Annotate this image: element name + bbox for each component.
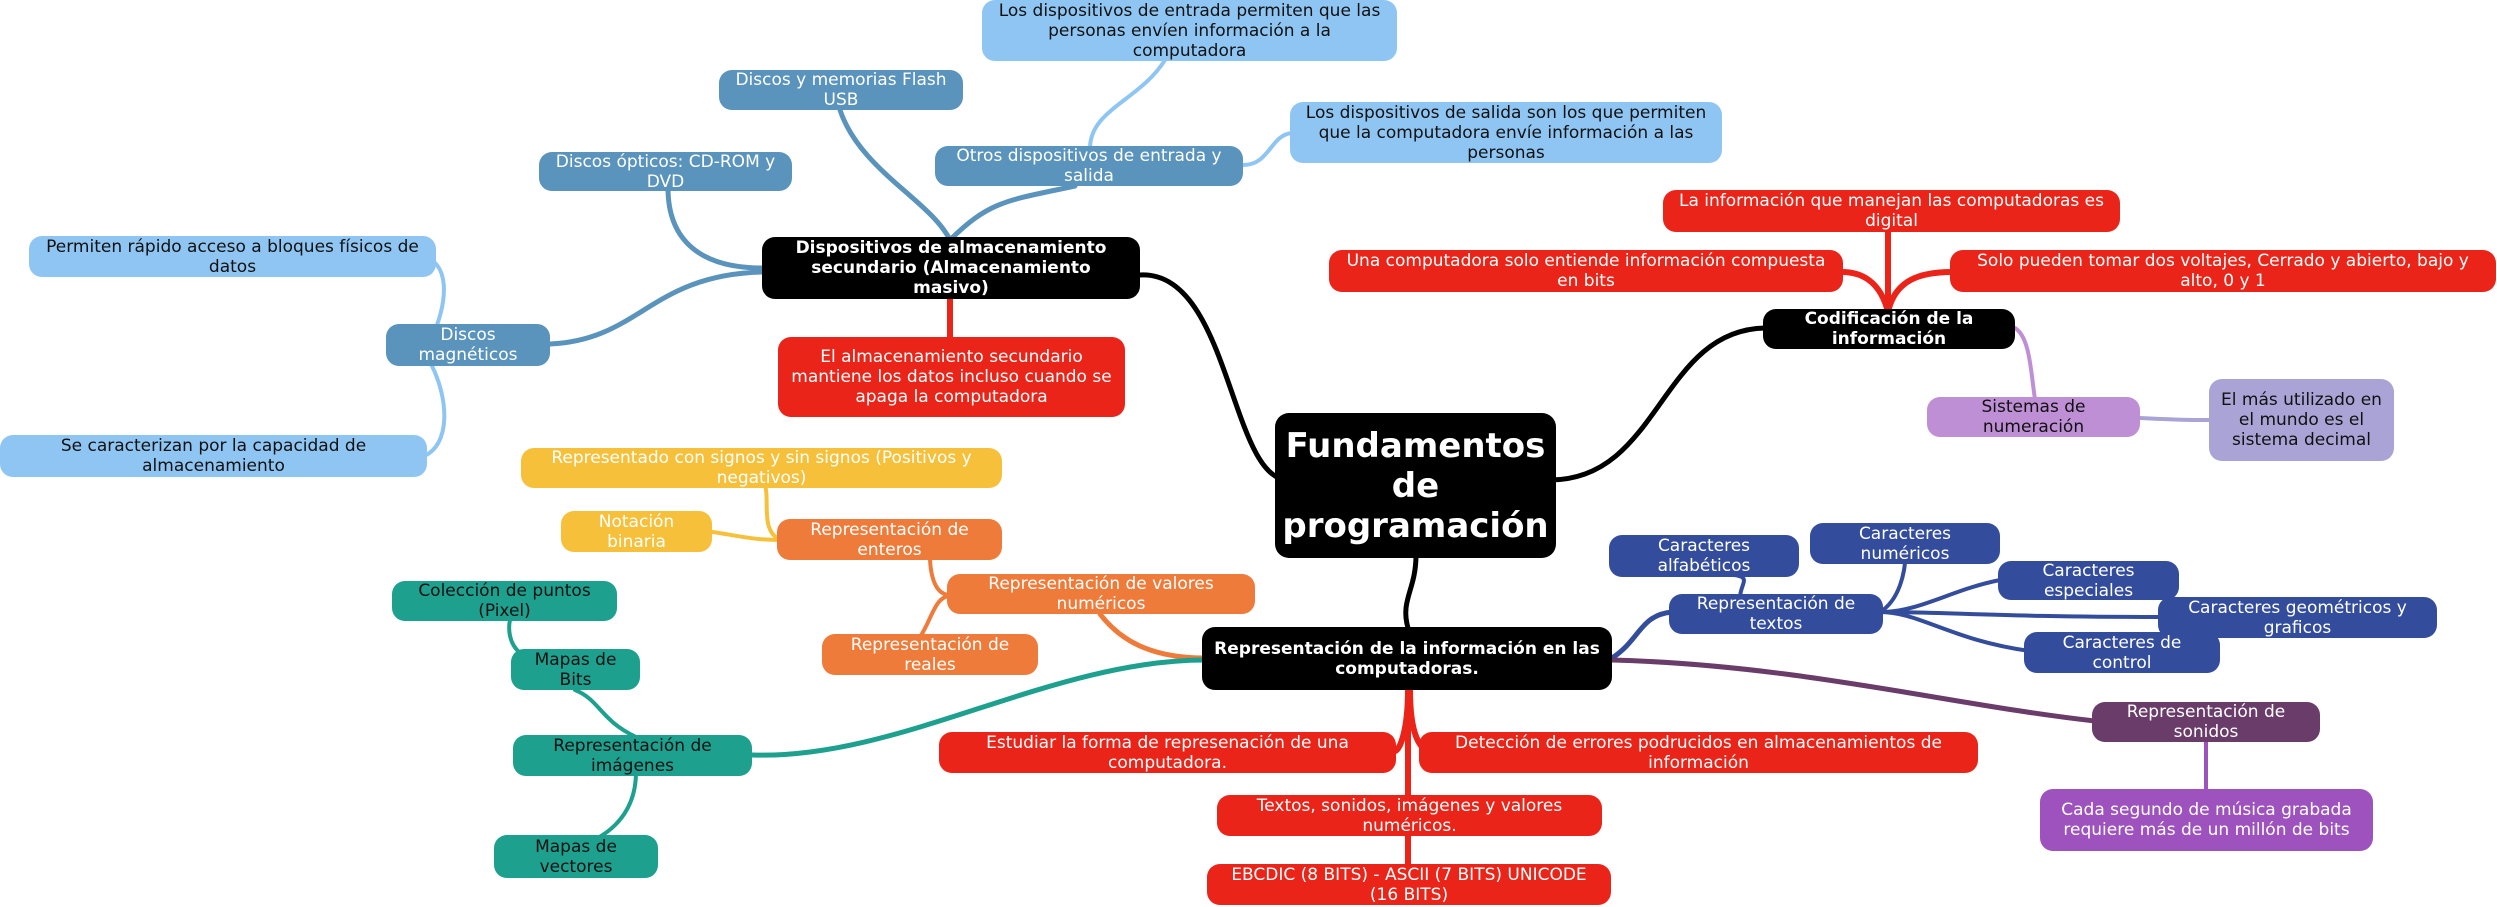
- control-node[interactable]: Caracteres de control: [2024, 632, 2220, 673]
- io-input-node[interactable]: Los dispositivos de entrada permiten que…: [982, 0, 1397, 61]
- rep-errors[interactable]: Detección de errores podrucidos en almac…: [1419, 732, 1978, 773]
- link-bitmaps-pixels: [507, 618, 522, 655]
- bitmaps-node[interactable]: Mapas de Bits: [511, 649, 640, 690]
- optical-node[interactable]: Discos ópticos: CD-ROM y DVD: [539, 152, 792, 192]
- rep-study[interactable]: Estudiar la forma de represenación de un…: [939, 732, 1396, 773]
- coding-voltages[interactable]: Solo pueden tomar dos voltajes, Cerrado …: [1950, 250, 2496, 292]
- reals-node[interactable]: Representación de reales: [822, 634, 1038, 675]
- rep-types[interactable]: Textos, sonidos, imágenes y valores numé…: [1217, 795, 1602, 836]
- link-magnetic-capacity: [422, 360, 447, 458]
- coding-topic[interactable]: Codificación de la información: [1763, 309, 2015, 349]
- link-rep-numeric: [1097, 611, 1208, 661]
- representation-topic[interactable]: Representación de la información en las …: [1202, 627, 1612, 690]
- storage-note[interactable]: El almacenamiento secundario mantiene lo…: [778, 337, 1125, 417]
- link-central-representation: [1403, 552, 1419, 631]
- integers-node[interactable]: Representación de enteros: [777, 519, 1002, 560]
- numeric-node[interactable]: Representación de valores numéricos: [947, 574, 1255, 614]
- signs-node[interactable]: Representado con signos y sin signos (Po…: [521, 448, 1002, 488]
- magnetic-capacity-node[interactable]: Se caracterizan por la capacidad de alma…: [0, 435, 427, 477]
- vectors-node[interactable]: Mapas de vectores: [494, 835, 658, 878]
- alpha-node[interactable]: Caracteres alfabéticos: [1609, 535, 1799, 577]
- usb-node[interactable]: Discos y memorias Flash USB: [719, 70, 963, 110]
- link-texts-special: [1878, 578, 2002, 614]
- link-rep-images: [749, 657, 1208, 758]
- texts-node[interactable]: Representación de textos: [1669, 594, 1883, 634]
- link-storage-io: [947, 183, 1078, 243]
- link-storage-usb: [837, 107, 953, 243]
- link-rep-texts: [1609, 609, 1675, 661]
- link-texts-control: [1878, 610, 2032, 653]
- io-output-node[interactable]: Los dispositivos de salida son los que p…: [1290, 102, 1722, 163]
- link-coding-bits: [1839, 269, 1891, 315]
- images-node[interactable]: Representación de imágenes: [513, 735, 752, 776]
- link-rep-sounds: [1609, 657, 2098, 724]
- numbering-node[interactable]: Sistemas de numeración: [1927, 397, 2140, 437]
- pixels-node[interactable]: Colección de puntos (Pixel): [392, 581, 617, 621]
- link-io-output: [1241, 131, 1294, 167]
- link-integers-signs: [763, 483, 782, 542]
- magnetic-node[interactable]: Discos magnéticos: [386, 324, 550, 366]
- link-texts-geometric: [1878, 610, 2162, 619]
- numchars-node[interactable]: Caracteres numéricos: [1810, 523, 2000, 564]
- io-node[interactable]: Otros dispositivos de entrada y salida: [935, 146, 1243, 186]
- link-texts-numchars: [1878, 558, 1907, 614]
- link-storage-optical: [665, 185, 765, 271]
- magnetic-fast-node[interactable]: Permiten rápido acceso a bloques físicos…: [29, 236, 436, 277]
- link-coding-voltages: [1885, 269, 1955, 315]
- link-central-coding: [1547, 325, 1768, 483]
- geometric-node[interactable]: Caracteres geométricos y graficos: [2158, 597, 2437, 638]
- binary-node[interactable]: Notación binaria: [561, 511, 712, 552]
- special-node[interactable]: Caracteres especiales: [1998, 561, 2179, 601]
- link-io-input: [1088, 58, 1167, 150]
- central-topic[interactable]: Fundamentos de programación: [1275, 413, 1556, 558]
- decimal-node[interactable]: El más utilizado en el mundo es el siste…: [2209, 379, 2394, 461]
- link-integers-binary: [710, 530, 782, 542]
- link-images-bitmaps: [573, 688, 638, 739]
- coding-bits[interactable]: Una computadora solo entiende informació…: [1329, 250, 1843, 292]
- storage-topic[interactable]: Dispositivos de almacenamiento secundari…: [762, 237, 1140, 299]
- music-node[interactable]: Cada segundo de música grabada requiere …: [2040, 789, 2373, 851]
- sounds-node[interactable]: Representación de sonidos: [2092, 702, 2320, 742]
- link-numbering-decimal: [2138, 416, 2212, 422]
- link-storage-magnetic: [547, 269, 765, 347]
- coding-digital[interactable]: La información que manejan las computado…: [1663, 190, 2120, 232]
- rep-codes[interactable]: EBCDIC (8 BITS) - ASCII (7 BITS) UNICODE…: [1207, 864, 1611, 905]
- link-central-storage: [1137, 272, 1291, 483]
